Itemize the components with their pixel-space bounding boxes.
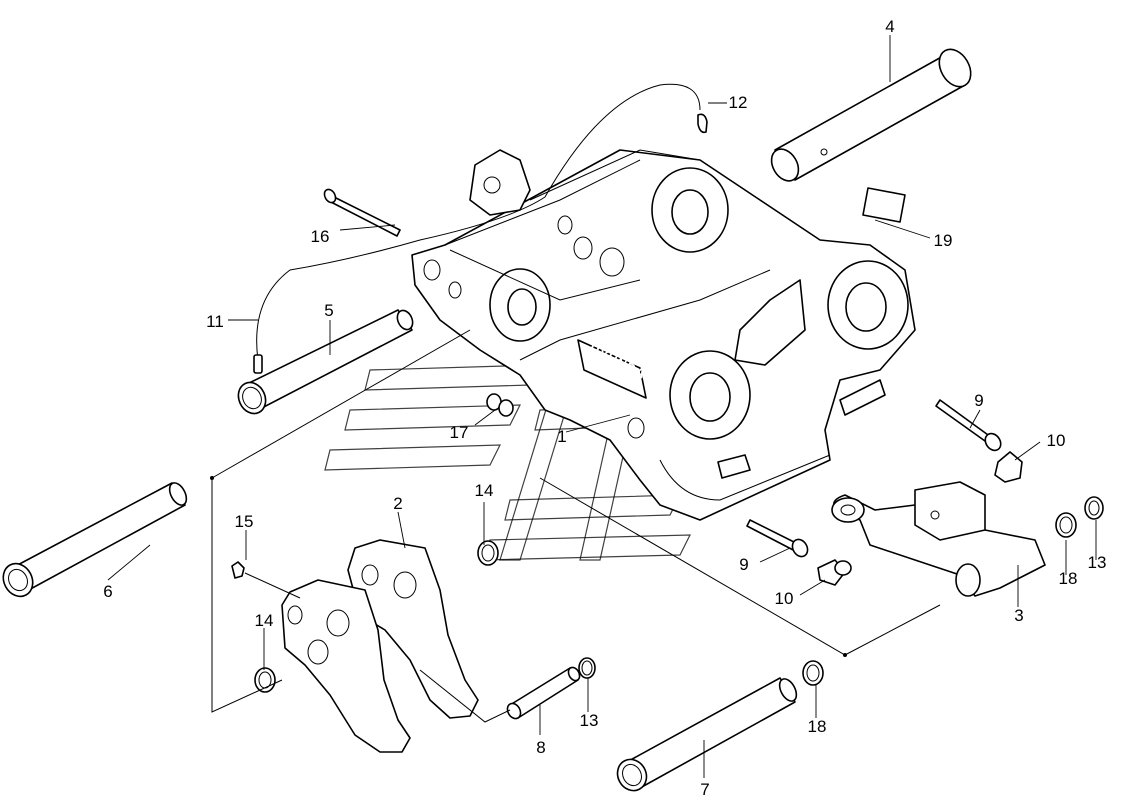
callout-4: 4: [885, 17, 894, 36]
callout-19: 19: [934, 231, 953, 250]
clip-part-12: [697, 113, 708, 134]
assembly-lines: [210, 329, 941, 723]
callout-14-upper: 14: [475, 481, 494, 500]
coupler-frame-part: HYUNDAI: [411, 149, 916, 521]
callout-14-lower: 14: [255, 611, 274, 630]
callout-3: 3: [1014, 606, 1023, 625]
decal-part-19: [862, 187, 906, 223]
wire-part-11: [253, 83, 701, 374]
callout-12: 12: [729, 93, 748, 112]
bolt-part-9: [746, 399, 1002, 558]
callout-17: 17: [450, 423, 469, 442]
callout-labels: 4 12 16 19 11 5 9 17 1 10 14 2 15 9 13 1…: [103, 17, 1106, 799]
callout-13-lower: 13: [580, 711, 599, 730]
brand-plate: [577, 339, 647, 399]
fitting-part-10: [817, 451, 1023, 586]
callout-5: 5: [324, 301, 333, 320]
cylinder-part-3: [831, 481, 1046, 597]
callout-6: 6: [103, 582, 112, 601]
nipple-part-15: [231, 561, 245, 579]
hook-plates-part-2: [281, 539, 479, 753]
callout-9-lower: 9: [739, 555, 748, 574]
callout-2: 2: [393, 494, 402, 513]
nuts-part-17: [486, 393, 514, 417]
pin-part-6: [2, 482, 188, 598]
callout-18-lower: 18: [808, 717, 827, 736]
callout-8: 8: [536, 738, 545, 757]
callout-10-upper: 10: [1047, 431, 1066, 450]
pin-part-7: [616, 677, 798, 792]
callout-16: 16: [311, 227, 330, 246]
callout-15: 15: [235, 512, 254, 531]
pin-part-8: [506, 666, 581, 720]
callout-7: 7: [700, 780, 709, 799]
callout-18-right: 18: [1059, 569, 1078, 588]
bolt-part-16: [323, 188, 401, 237]
pin-part-5: [237, 309, 414, 415]
callout-10-lower: 10: [775, 589, 794, 608]
callout-1: 1: [557, 427, 566, 446]
pin-part-4: [770, 48, 972, 182]
callout-9-upper: 9: [974, 391, 983, 410]
callout-13-right: 13: [1088, 553, 1107, 572]
rings: [254, 496, 1104, 693]
leader-lines: [107, 35, 1097, 778]
callout-11: 11: [206, 312, 224, 331]
